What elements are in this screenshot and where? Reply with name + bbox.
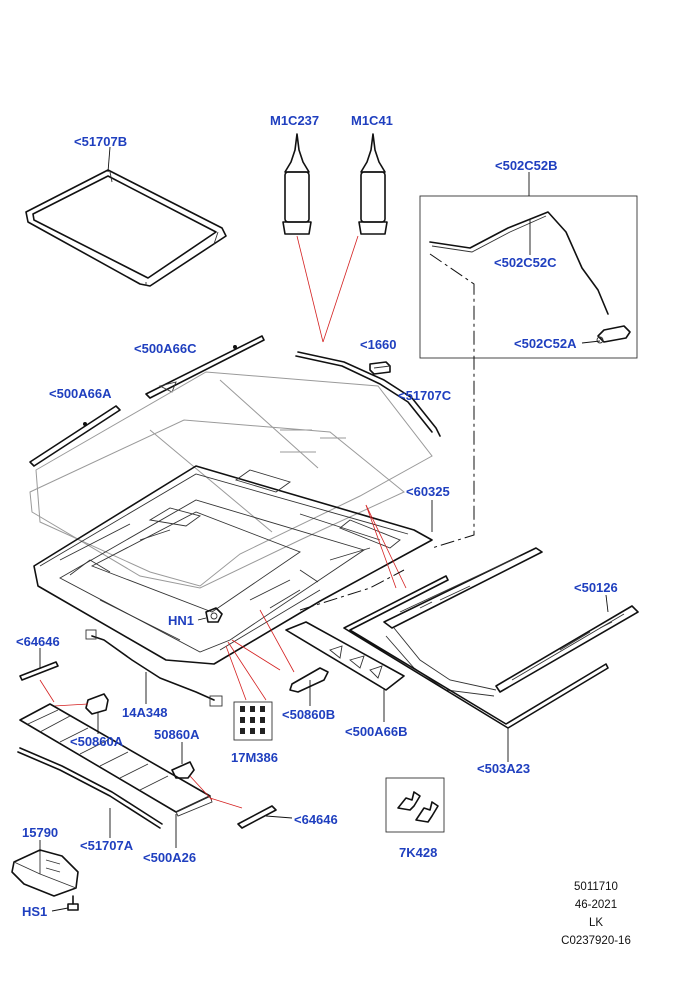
label-50860b: <50860B (282, 707, 335, 722)
screws-17m386-drawing (233, 701, 273, 741)
red-leader-m1c237 (296, 235, 324, 343)
label-m1c237: M1C237 (270, 113, 319, 128)
bracket-50860a-left-drawing (85, 693, 109, 715)
leader-51707b (107, 146, 111, 173)
glass-panels-drawing (29, 371, 433, 589)
label-1660: <1660 (360, 337, 397, 352)
label-50860a-left: <50860A (70, 734, 124, 749)
motor-15790-drawing (11, 849, 79, 897)
red-leader-50860a-mid (189, 775, 213, 801)
label-502c52a: <502C52A (514, 336, 577, 351)
label-500a26: <500A26 (143, 850, 196, 865)
clip-64646-top-drawing (19, 661, 59, 681)
leader-50126 (605, 594, 609, 613)
label-502c52c: <502C52C (494, 255, 557, 270)
strip-500a66c-drawing (145, 335, 265, 399)
cable-assembly-box (419, 195, 638, 359)
red-leader-50860b-a (231, 639, 281, 671)
red-leader-17m386 (225, 645, 247, 701)
label-15790: 15790 (22, 825, 58, 840)
seal-51707b-drawing (25, 169, 227, 287)
roof-frame-drawing (33, 465, 433, 665)
footer-line-3: LK (589, 917, 603, 929)
footer-line-4: C0237920-16 (561, 935, 631, 947)
red-leader-m1c41 (322, 235, 359, 343)
label-51707a: <51707A (80, 838, 134, 853)
nut-hn1-drawing (205, 607, 223, 623)
label-17m386: 17M386 (231, 750, 278, 765)
label-64646-bottom: <64646 (294, 812, 338, 827)
drive-cable-502c52-drawing (429, 211, 631, 344)
leader-64646-bottom (265, 815, 293, 819)
red-leader-64646-top (39, 679, 55, 703)
label-7k428: 7K428 (399, 845, 437, 860)
label-m1c41: M1C41 (351, 113, 393, 128)
label-hs1: HS1 (22, 904, 47, 919)
label-50126: <50126 (574, 580, 618, 595)
label-60325: <60325 (406, 484, 450, 499)
seal-51707c-drawing (295, 351, 441, 437)
label-500a66a: <500A66A (49, 386, 112, 401)
label-500a66b: <500A66B (345, 724, 408, 739)
label-51707b: <51707B (74, 134, 127, 149)
label-500a66c: <500A66C (134, 341, 197, 356)
red-leader-50860b-b (259, 609, 295, 673)
strip-500a66b-drawing (285, 621, 405, 691)
harness-14a348-drawing (85, 629, 223, 707)
label-64646-top: <64646 (16, 634, 60, 649)
block-1660-drawing (369, 361, 391, 375)
leader-502c52a (581, 340, 601, 344)
leader-hs1 (51, 907, 69, 912)
footer-line-1: 5011710 (574, 881, 618, 893)
seal-503a23-drawing (343, 575, 609, 729)
clips-7k428-drawing (385, 777, 445, 833)
sealant-tube-m1c41-drawing (358, 133, 388, 235)
label-503a23: <503A23 (477, 761, 530, 776)
label-502c52b: <502C52B (495, 158, 558, 173)
label-hn1: HN1 (168, 613, 194, 628)
screw-hs1-drawing (67, 895, 79, 911)
red-leader-50860a-left (53, 703, 89, 707)
red-leader-60325-a (365, 504, 407, 589)
red-leader-17m386-b (227, 641, 267, 701)
seal-51707a-drawing (17, 747, 163, 829)
red-leader-64646-bottom (209, 797, 243, 809)
footer-line-2: 46-2021 (575, 899, 617, 911)
rail-50126-drawing (383, 547, 639, 697)
guide-50860b-drawing (289, 667, 329, 693)
bracket-50860a-mid-drawing (171, 761, 195, 779)
leader-hn1 (197, 617, 207, 621)
label-50860a-mid: 50860A (154, 727, 200, 742)
strip-500a66a-drawing (29, 405, 121, 467)
deflector-500a26-drawing (19, 703, 213, 817)
clip-64646-bottom-drawing (237, 805, 277, 829)
label-51707c: <51707C (398, 388, 452, 403)
dash-link-cable (429, 253, 475, 549)
label-14a348: 14A348 (122, 705, 168, 720)
red-leader-60325-b (365, 504, 397, 589)
sealant-tube-m1c237-drawing (282, 133, 312, 235)
